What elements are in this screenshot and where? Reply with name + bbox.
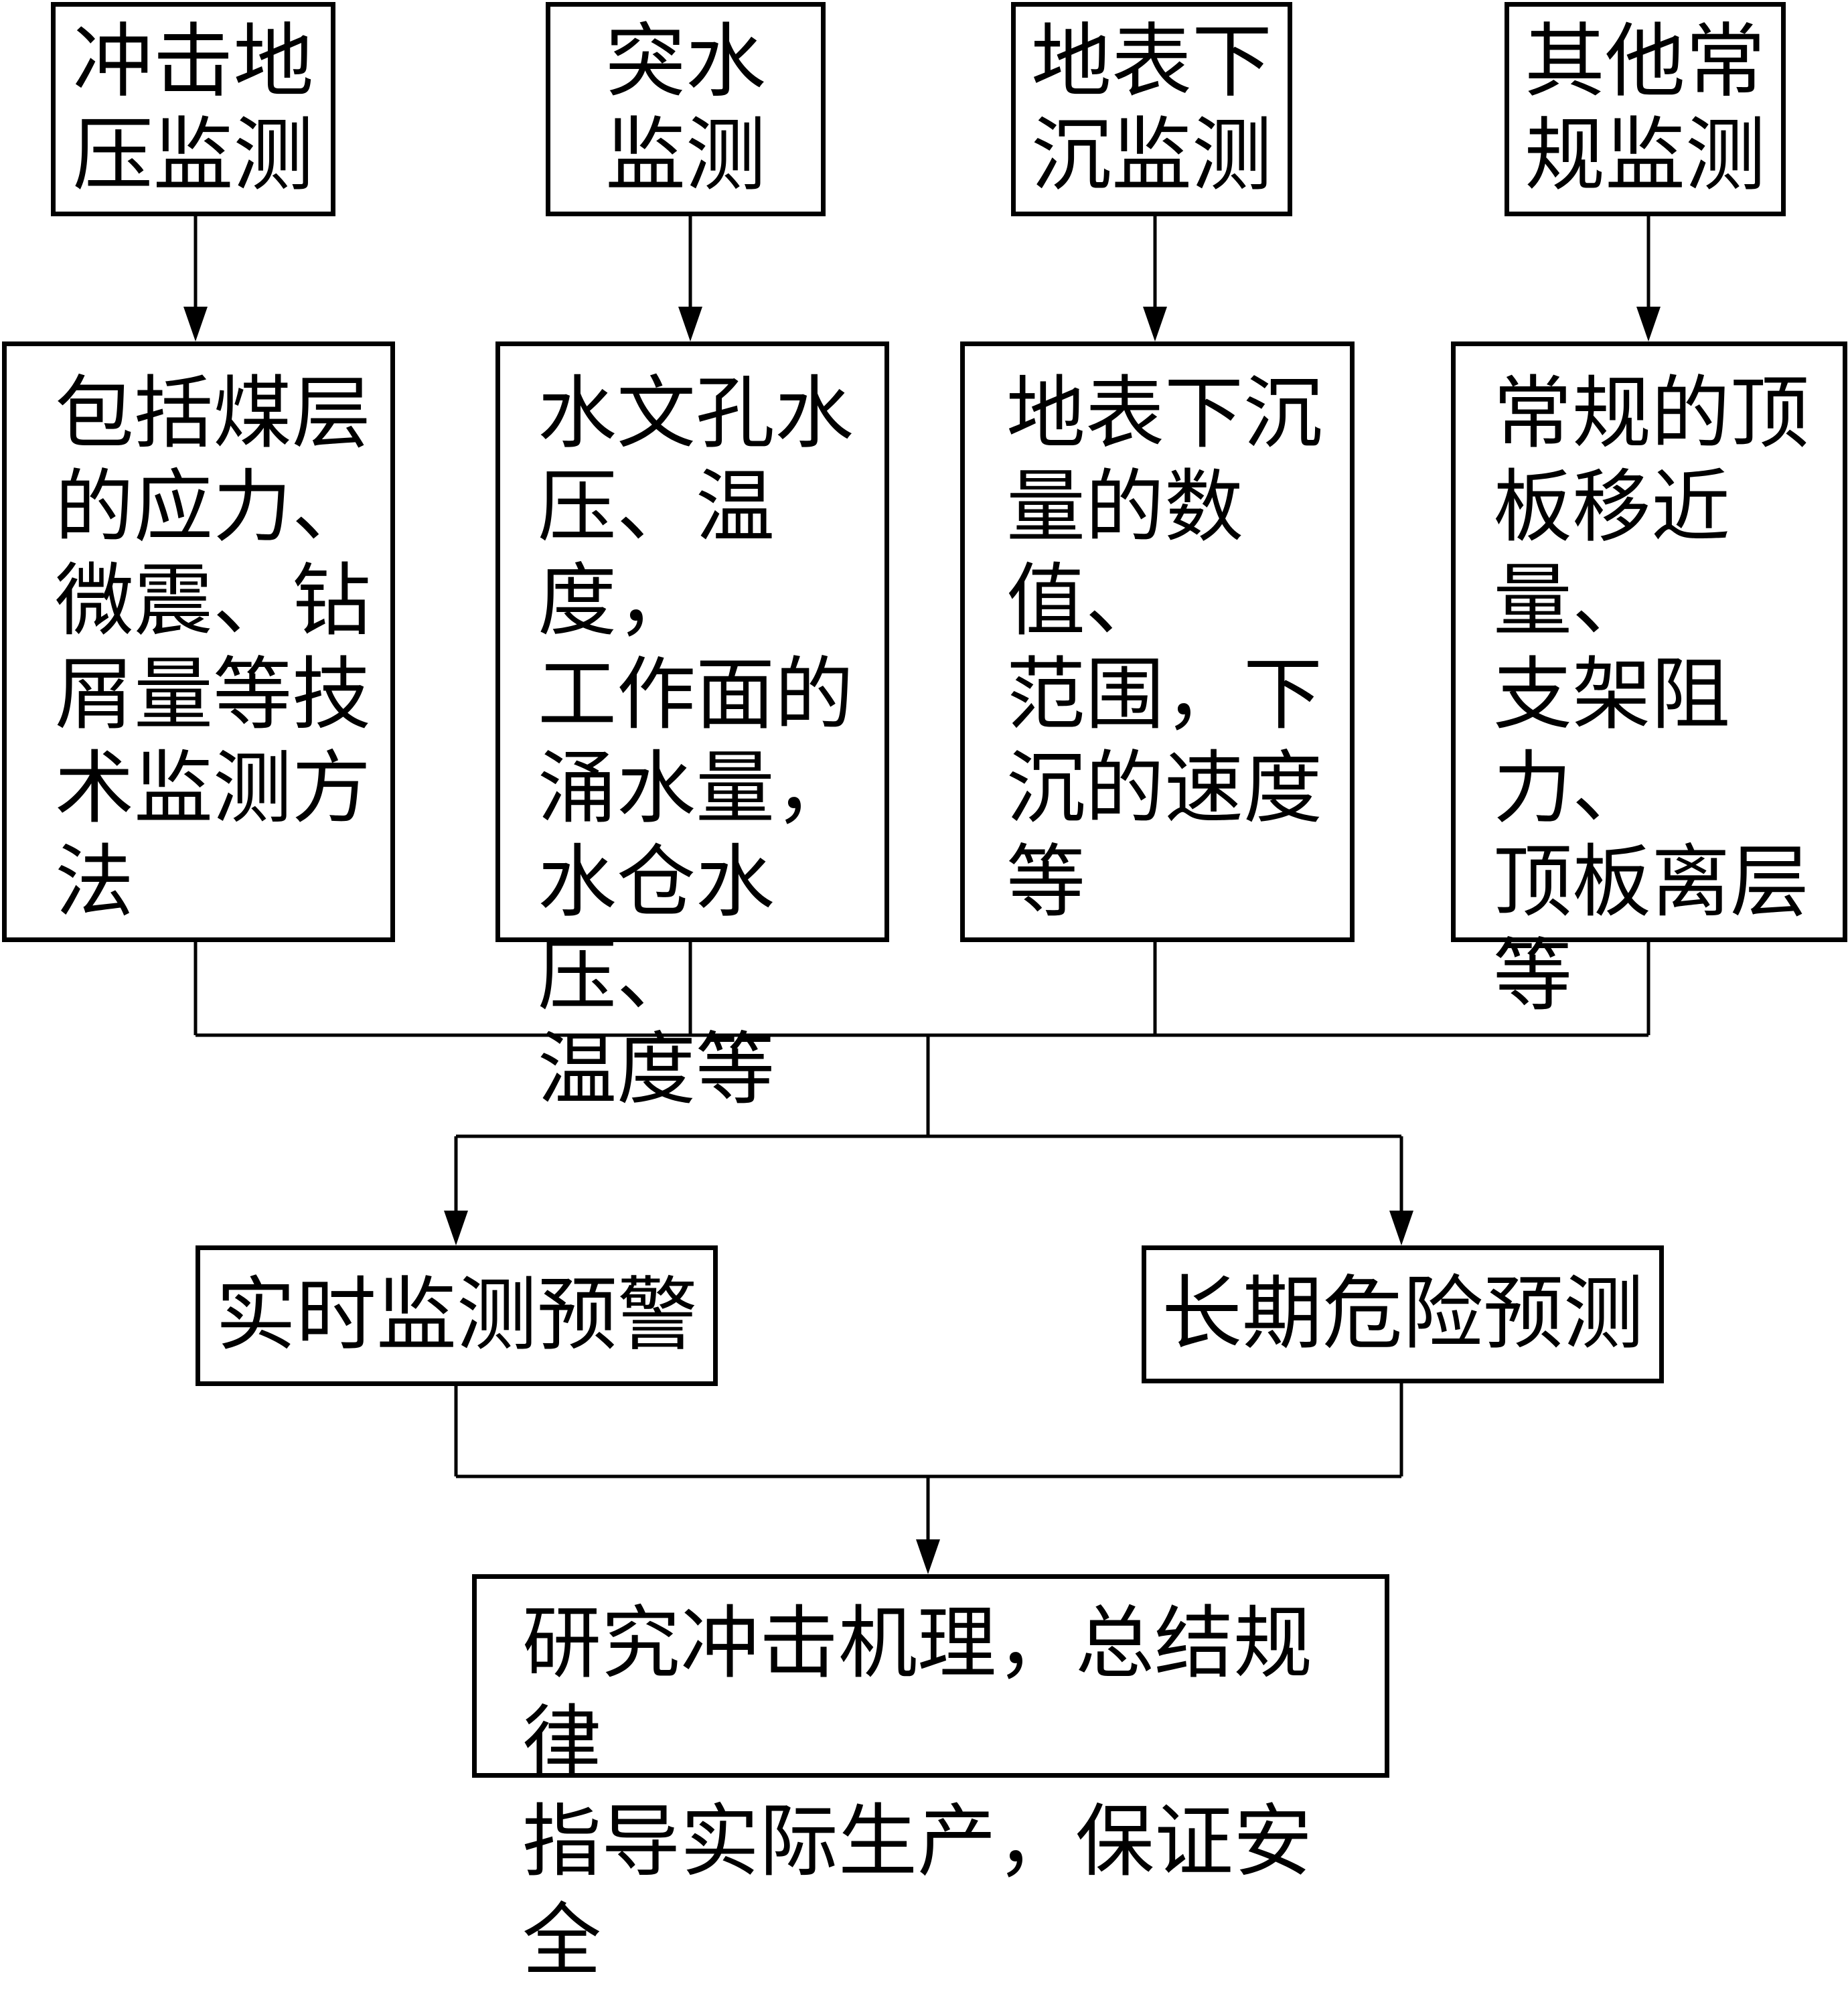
monitor-box-other: 其他常 规监测 (1505, 2, 1786, 216)
monitor-box-subsidence: 地表下 沉监测 (1011, 2, 1292, 216)
monitor-box-label: 冲击地 压监测 (72, 15, 314, 202)
arrowhead (1636, 307, 1661, 341)
monitor-box-label: 其他常 规监测 (1525, 15, 1766, 202)
detail-box-text: 常规的顶 板移近量、 支架阻力、 顶板离层 等 (1493, 367, 1810, 1022)
detail-box-text: 水文孔水 压、温度， 工作面的 涌水量， 水仓水压、 温度等 (538, 367, 854, 1116)
detail-box-other: 常规的顶 板移近量、 支架阻力、 顶板离层 等 (1451, 341, 1847, 1022)
arrowhead (678, 307, 702, 341)
arrowhead (1389, 1211, 1413, 1245)
conclusion-text: 研究冲击机理，总结规律 指导实际生产，保证安全 (522, 1597, 1313, 1987)
detail-box-water-inrush: 水文孔水 压、温度， 工作面的 涌水量， 水仓水压、 温度等 (495, 341, 889, 1116)
long-term-prediction-box: 长期危险预测 (1142, 1245, 1664, 1383)
arrowhead (444, 1211, 468, 1245)
arrowhead (183, 307, 208, 341)
detail-box-text: 包括煤层 的应力、 微震、钻 屑量等技 术监测方 法 (55, 367, 372, 928)
arrowhead (1143, 307, 1167, 341)
monitor-box-label: 地表下 沉监测 (1031, 15, 1272, 202)
monitor-box-label: 突水 监测 (605, 15, 766, 202)
detail-box-text: 地表下沉 量的数值、 范围，下 沉的速度 等 (1006, 367, 1323, 928)
monitor-box-rockburst: 冲击地 压监测 (51, 2, 335, 216)
conclusion-box: 研究冲击机理，总结规律 指导实际生产，保证安全 (472, 1574, 1389, 1987)
realtime-warning-label: 实时监测预警 (216, 1269, 698, 1362)
detail-box-subsidence: 地表下沉 量的数值、 范围，下 沉的速度 等 (960, 341, 1355, 942)
detail-box-rockburst: 包括煤层 的应力、 微震、钻 屑量等技 术监测方 法 (2, 341, 395, 942)
monitor-box-water-inrush: 突水 监测 (546, 2, 826, 216)
long-term-prediction-label: 长期危险预测 (1162, 1268, 1644, 1361)
connector-lines (183, 216, 1661, 1574)
arrowhead (916, 1539, 940, 1574)
realtime-warning-box: 实时监测预警 (196, 1245, 718, 1386)
